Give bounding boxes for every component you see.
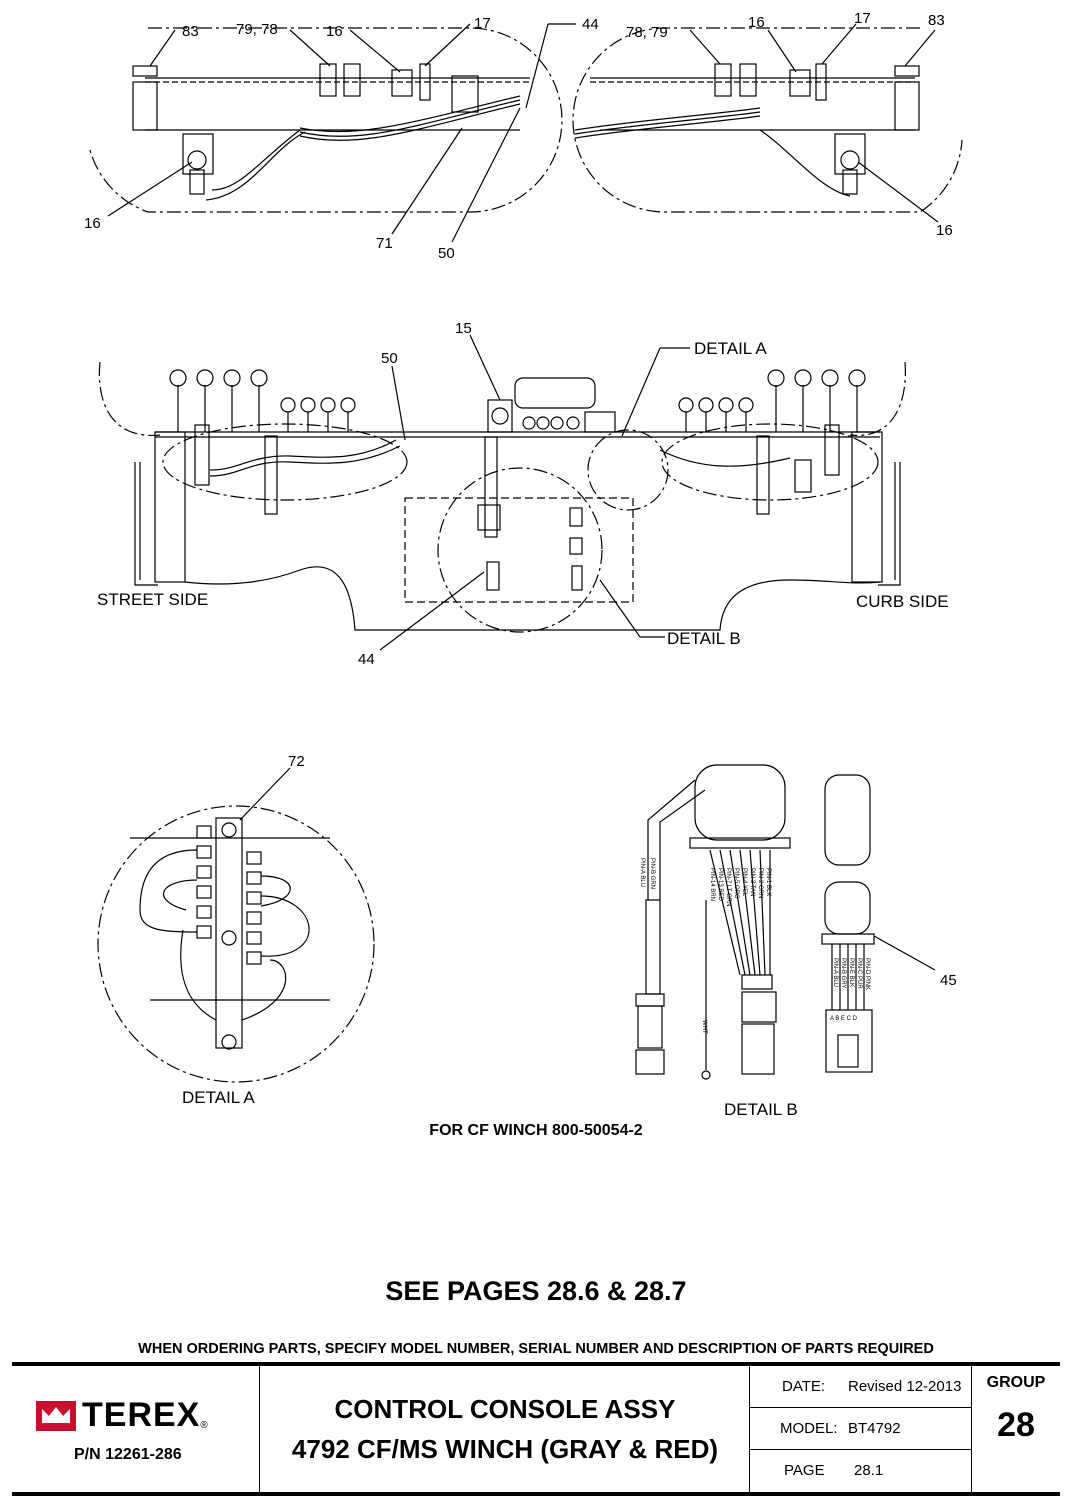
pin-label: PIN-D PINK xyxy=(864,958,870,990)
callout-17-right: 17 xyxy=(854,10,871,27)
group-cell: GROUP 28 xyxy=(972,1366,1060,1492)
callout-15: 15 xyxy=(455,320,472,337)
callout-83-left: 83 xyxy=(182,23,199,40)
drawing-title-line1: CONTROL CONSOLE ASSY xyxy=(334,1394,676,1424)
wht-label: WHT xyxy=(701,1020,707,1034)
see-pages-note: SEE PAGES 28.6 & 28.7 xyxy=(385,1276,687,1306)
callout-16-bottom-left: 16 xyxy=(84,215,101,232)
detail-a-callout: DETAIL A xyxy=(694,339,767,358)
callout-16-top-left: 16 xyxy=(326,23,343,40)
callout-16-bottom-right: 16 xyxy=(936,222,953,239)
callout-71: 71 xyxy=(376,235,393,252)
model-value: BT4792 xyxy=(848,1420,901,1437)
date-value: Revised 12-2013 xyxy=(848,1378,962,1395)
brand-name: TEREX xyxy=(82,1396,201,1434)
callout-72: 72 xyxy=(288,753,305,770)
date-label: DATE: xyxy=(782,1378,826,1395)
curb-side-label: CURB SIDE xyxy=(856,592,949,611)
pin-label: PIN-B GRN xyxy=(649,858,655,889)
model-label: MODEL: xyxy=(780,1420,838,1437)
view-labels: DETAIL A DETAIL B STREET SIDE CURB SIDE … xyxy=(97,339,949,1119)
title-block: TEREX ® P/N 12261-286 CONTROL CONSOLE AS… xyxy=(12,1362,1060,1496)
console-levers-right xyxy=(678,369,866,432)
pin-label: PIN-1 BLK xyxy=(765,868,771,896)
callout-labels: 83 79, 78 16 17 44 16 71 50 78, 79 16 17… xyxy=(84,10,957,989)
connector-letters: A B E C D xyxy=(830,1016,858,1022)
info-cell: DATE: Revised 12-2013 MODEL: BT4792 PAGE… xyxy=(750,1366,972,1492)
pin-label: PIN-A BLU xyxy=(639,858,645,887)
page-label: PAGE xyxy=(784,1462,825,1479)
registered-mark: ® xyxy=(200,1420,208,1431)
pin-label: PIN-7 LT GRN xyxy=(725,868,731,906)
logo-cell: TEREX ® P/N 12261-286 xyxy=(12,1366,260,1492)
group-label: GROUP xyxy=(986,1374,1046,1391)
callout-50-mid: 50 xyxy=(381,350,398,367)
detail-a-view xyxy=(97,767,375,1083)
pin-label: PIN-13 RED xyxy=(717,868,723,902)
callout-83-right: 83 xyxy=(928,12,945,29)
pin-labels: PIN-A BLU PIN-B GRN PIN-14 BRN PIN-13 RE… xyxy=(639,858,870,1034)
title-cell: CONTROL CONSOLE ASSY 4792 CF/MS WINCH (G… xyxy=(260,1366,750,1492)
pin-label: PIN-4 YEL xyxy=(741,868,747,897)
ordering-note: WHEN ORDERING PARTS, SPECIFY MODEL NUMBE… xyxy=(138,1341,934,1357)
pin-label: PIN-A BLU xyxy=(832,958,838,987)
callout-79-78: 79, 78 xyxy=(236,21,278,38)
top-left-view xyxy=(89,23,576,243)
date-row: DATE: Revised 12-2013 xyxy=(750,1366,972,1408)
group-number: 28 xyxy=(997,1406,1035,1444)
callout-50-top: 50 xyxy=(438,245,455,262)
callout-78-79: 78, 79 xyxy=(626,24,668,41)
street-side-label: STREET SIDE xyxy=(97,590,208,609)
terex-crown-icon xyxy=(36,1400,76,1431)
pin-label: PIN-B GRY xyxy=(840,958,846,989)
model-row: MODEL: BT4792 xyxy=(750,1408,972,1450)
pin-label: PIN-C PUR xyxy=(856,958,862,989)
callout-16-top-right: 16 xyxy=(748,14,765,31)
detail-b-caption: DETAIL B xyxy=(724,1100,798,1119)
pin-label: PIN-14 BRN xyxy=(709,868,715,901)
for-cf-winch-note: FOR CF WINCH 800-50054-2 xyxy=(429,1122,643,1139)
detail-a-caption: DETAIL A xyxy=(182,1088,255,1107)
detail-b-view xyxy=(635,764,936,1080)
console-view xyxy=(98,334,907,651)
pin-label: PIN-3 TAN xyxy=(749,868,755,896)
top-right-view xyxy=(572,23,963,223)
callout-44-mid: 44 xyxy=(358,651,375,668)
pin-label: PIN-2 GRN xyxy=(757,868,763,898)
callout-17-left: 17 xyxy=(474,15,491,32)
pin-label: PIN-5 ORG xyxy=(733,868,739,899)
callout-44-top: 44 xyxy=(582,16,599,33)
console-levers-left xyxy=(169,369,356,432)
callout-45: 45 xyxy=(940,972,957,989)
drawing-title-line2: 4792 CF/MS WINCH (GRAY & RED) xyxy=(291,1434,719,1464)
page-value: 28.1 xyxy=(854,1462,884,1479)
page-row: PAGE 28.1 xyxy=(750,1450,972,1492)
detail-b-callout: DETAIL B xyxy=(667,629,741,648)
terex-logo: TEREX ® xyxy=(36,1396,208,1435)
part-number: P/N 12261-286 xyxy=(74,1446,182,1463)
pin-label: PIN-E BLK xyxy=(848,958,854,987)
